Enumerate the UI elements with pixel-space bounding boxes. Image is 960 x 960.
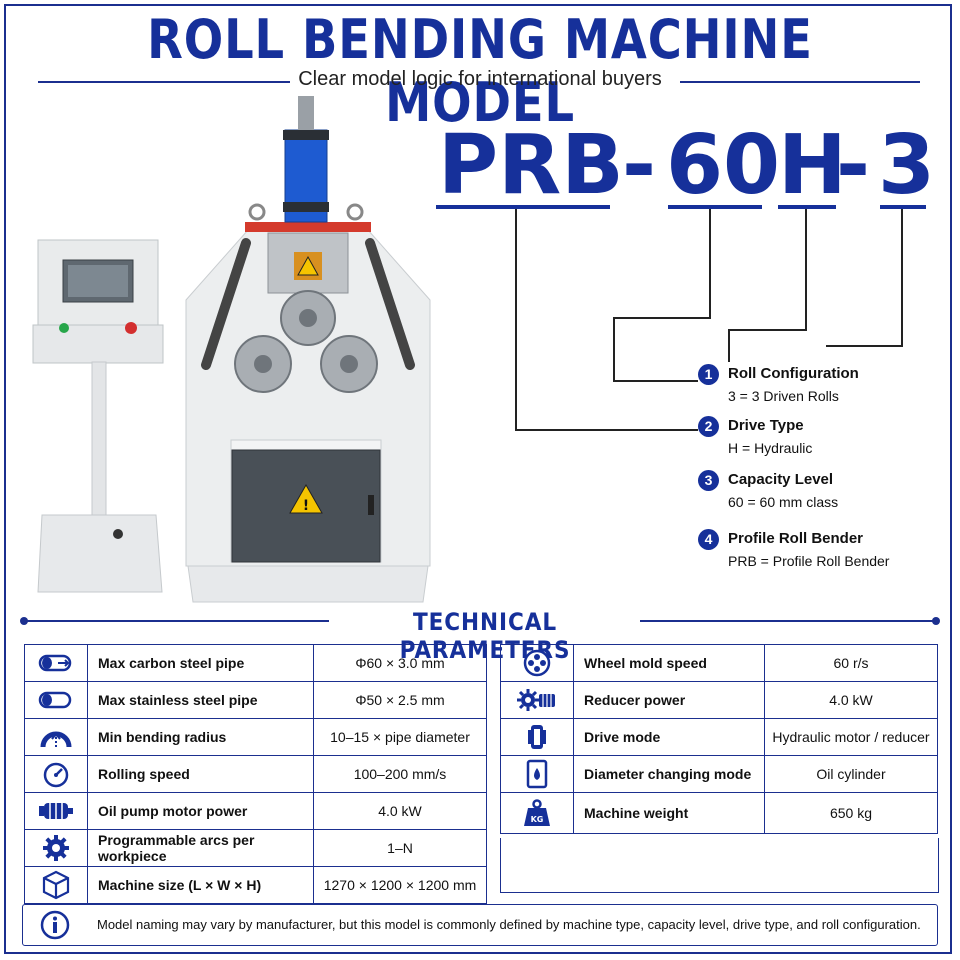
table-row: Programmable arcs per workpiece 1–N (24, 829, 487, 867)
param-value: 4.0 kW (313, 792, 487, 830)
table-row: Machine size (L × W × H) 1270 × 1200 × 1… (24, 866, 487, 904)
underline-rolls (880, 205, 926, 209)
note-box: Model naming may vary by manufacturer, b… (22, 904, 938, 946)
param-label: Min bending radius (87, 718, 314, 756)
wheel-icon (500, 644, 574, 682)
section-rule-right (640, 620, 936, 622)
param-label: Wheel mold speed (573, 644, 765, 682)
legend-desc: H = Hydraulic (728, 440, 813, 456)
model-code-series: PRB (438, 118, 624, 213)
number-badge: 1 (698, 364, 719, 385)
box-icon (24, 866, 88, 904)
param-label: Oil pump motor power (87, 792, 314, 830)
model-code-dash-1: - (622, 118, 657, 213)
number-badge: 4 (698, 529, 719, 550)
legend-desc: 3 = 3 Driven Rolls (728, 388, 839, 404)
param-value: 100–200 mm/s (313, 755, 487, 793)
param-value: 60 r/s (764, 644, 938, 682)
param-label: Programmable arcs per workpiece (87, 829, 314, 867)
control-panel (32, 239, 164, 593)
param-label: Machine size (L × W × H) (87, 866, 314, 904)
legend-desc: 60 = 60 mm class (728, 494, 839, 510)
warning-label: ! (303, 498, 309, 514)
param-label: Drive mode (573, 718, 765, 756)
weight-icon: KG (500, 792, 574, 834)
param-value: Φ50 × 2.5 mm (313, 681, 487, 719)
param-value: Oil cylinder (764, 755, 938, 793)
underline-series (436, 205, 610, 209)
reducer-icon (500, 681, 574, 719)
table-row: Oil pump motor power 4.0 kW (24, 792, 487, 830)
param-value: 1270 × 1200 × 1200 mm (313, 866, 487, 904)
legend-title: Drive Type (728, 417, 804, 434)
param-label: Reducer power (573, 681, 765, 719)
legend-title: Profile Roll Bender (728, 530, 864, 547)
params-table-right: Wheel mold speed 60 r/s Reducer power 4.… (500, 644, 938, 834)
param-label: Rolling speed (87, 755, 314, 793)
drive-icon (500, 718, 574, 756)
speedometer-icon (24, 755, 88, 793)
param-label: Diameter changing mode (573, 755, 765, 793)
page-title: ROLL BENDING MACHINE MODEL (147, 8, 813, 134)
param-value: 650 kg (764, 792, 938, 834)
bending-radius-icon (24, 718, 88, 756)
table-row: Max stainless steel pipe Φ50 × 2.5 mm (24, 681, 487, 719)
param-value: Φ60 × 3.0 mm (313, 644, 487, 682)
machine-body: ! (185, 96, 431, 603)
oil-cylinder-icon (500, 755, 574, 793)
weight-icon-label: KG (531, 815, 544, 824)
note-text: Model naming may vary by manufacturer, b… (97, 917, 921, 932)
model-code-dash-2: - (836, 118, 871, 213)
number-badge: 3 (698, 470, 719, 491)
section-dot-right (932, 617, 940, 625)
table-row: Reducer power 4.0 kW (500, 681, 938, 719)
legend-title: Roll Configuration (728, 365, 859, 382)
table-row: Rolling speed 100–200 mm/s (24, 755, 487, 793)
param-value: Hydraulic motor / reducer (764, 718, 938, 756)
table-row: KG Machine weight 650 kg (500, 792, 938, 834)
param-label: Machine weight (573, 792, 765, 834)
param-value: 10–15 × pipe diameter (313, 718, 487, 756)
table-row: Diameter changing mode Oil cylinder (500, 755, 938, 793)
number-badge: 2 (698, 416, 719, 437)
param-value: 1–N (313, 829, 487, 867)
params-table-left: Max carbon steel pipe Φ60 × 3.0 mm Max s… (24, 644, 487, 904)
params-table-right-bottom (500, 838, 939, 893)
underline-drive (778, 205, 836, 209)
info-icon (40, 910, 70, 940)
legend-title: Capacity Level (728, 471, 834, 488)
param-value: 4.0 kW (764, 681, 938, 719)
page-frame (4, 4, 952, 954)
legend-desc: PRB = Profile Roll Bender (728, 553, 890, 569)
table-row: Max carbon steel pipe Φ60 × 3.0 mm (24, 644, 487, 682)
underline-capacity (668, 205, 762, 209)
model-code-drive: H (778, 118, 847, 213)
table-row: Drive mode Hydraulic motor / reducer (500, 718, 938, 756)
subtitle: Clear model logic for international buye… (298, 68, 662, 90)
subtitle-rule-left (38, 81, 290, 83)
model-code-capacity: 60 (666, 118, 781, 213)
gear-icon (24, 829, 88, 867)
machine-image: ! (32, 96, 431, 603)
table-row: Min bending radius 10–15 × pipe diameter (24, 718, 487, 756)
table-row: Wheel mold speed 60 r/s (500, 644, 938, 682)
param-label: Max stainless steel pipe (87, 681, 314, 719)
pipe-outline-icon (24, 681, 88, 719)
model-code-rolls: 3 (878, 118, 936, 213)
section-rule-left (24, 620, 329, 622)
motor-icon (24, 792, 88, 830)
param-label: Max carbon steel pipe (87, 644, 314, 682)
pipe-icon (24, 644, 88, 682)
subtitle-rule-right (680, 81, 920, 83)
